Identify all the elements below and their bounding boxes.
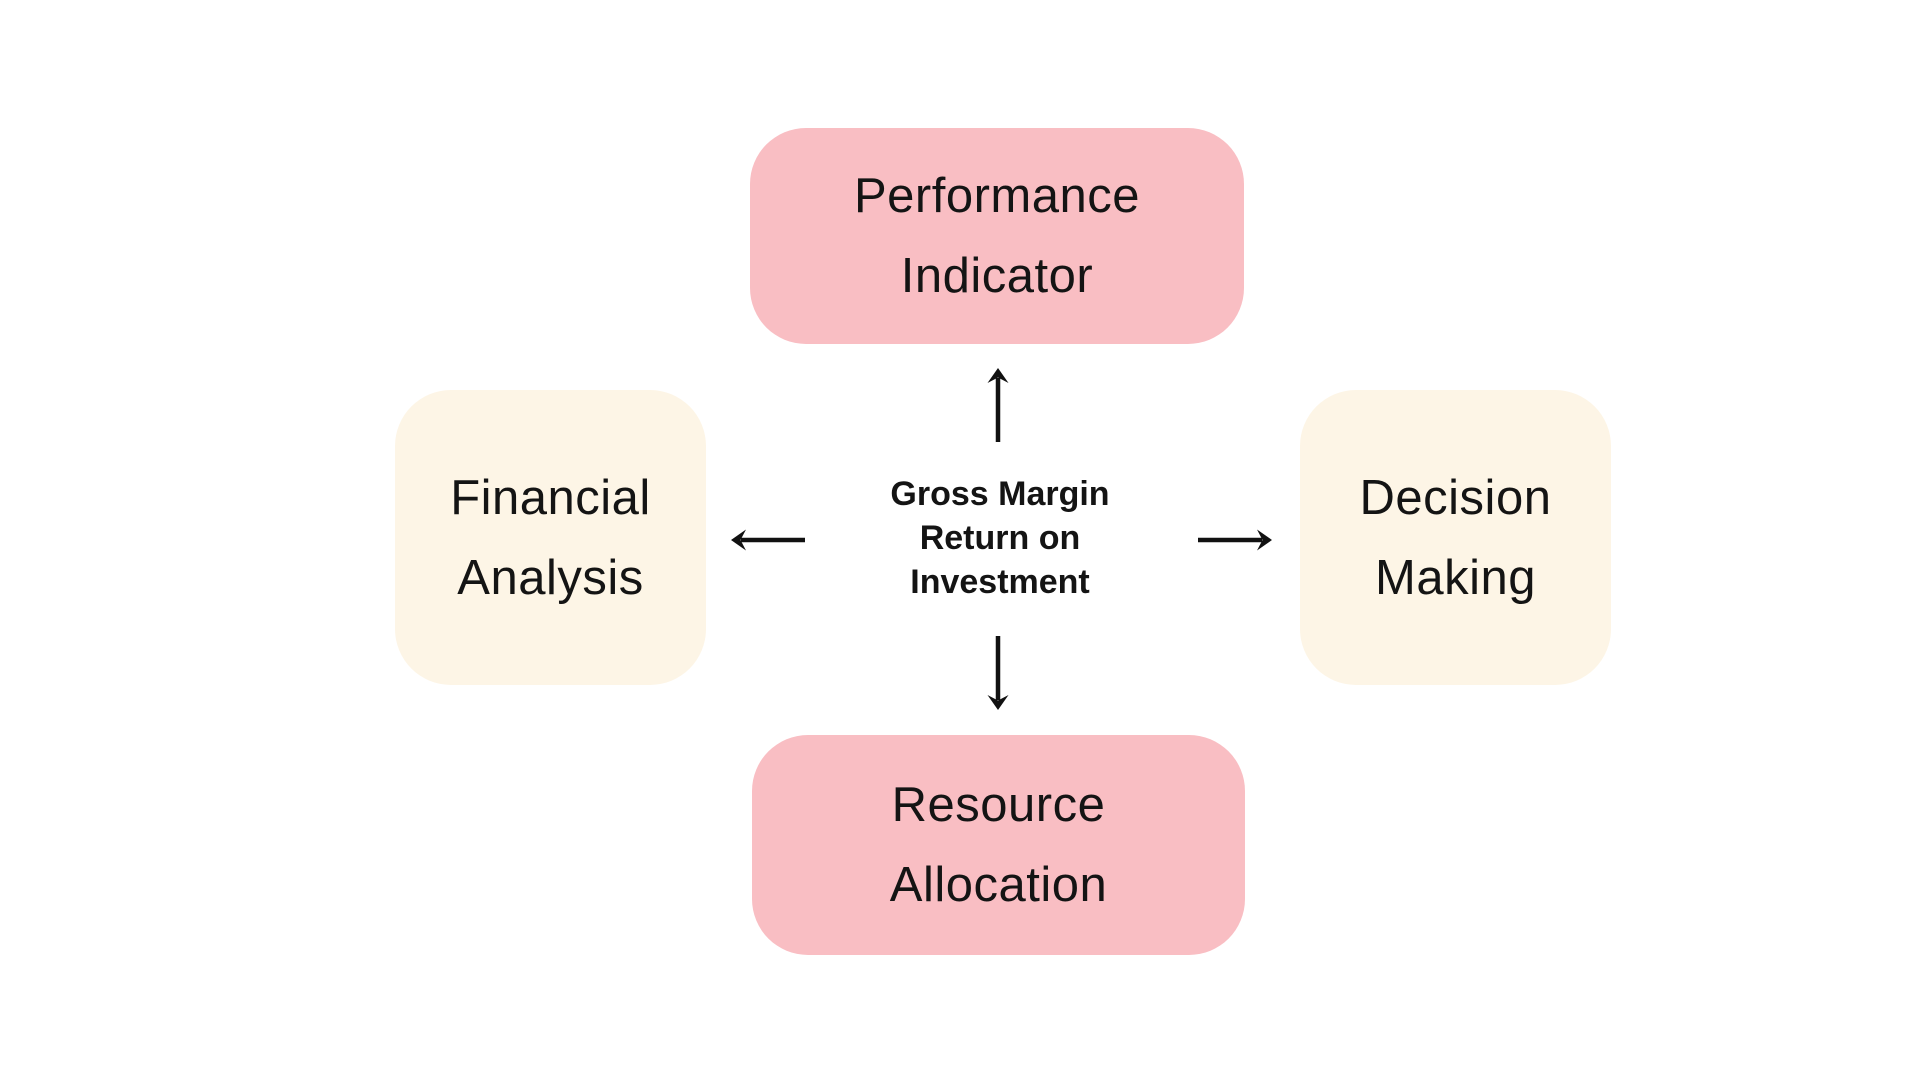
arrow-up-icon (984, 368, 1012, 444)
arrow-left-icon (731, 526, 807, 554)
node-label-line: Analysis (457, 550, 644, 605)
node-label-line: Allocation (889, 858, 1108, 912)
node-decision-making: Decision Making (1300, 390, 1611, 685)
node-financial-analysis: Financial Analysis (395, 390, 706, 685)
node-label-line: Performance (853, 169, 1140, 223)
center-label-line: Gross Margin (890, 475, 1110, 513)
center-label-line: Investment (910, 563, 1090, 601)
node-resource-allocation: Resource Allocation (752, 735, 1245, 955)
center-label-line: Return on (919, 519, 1081, 557)
center-label-gmroi: Gross Margin Return on Investment (880, 472, 1120, 604)
node-label-line: Decision (1359, 470, 1552, 525)
node-label-line: Resource (891, 778, 1106, 832)
arrow-down-icon (984, 634, 1012, 710)
arrow-right-icon (1196, 526, 1272, 554)
node-label-line: Financial (450, 470, 651, 525)
node-label-line: Indicator (900, 249, 1094, 303)
node-performance-indicator: Performance Indicator (750, 128, 1244, 344)
node-label-line: Making (1375, 550, 1536, 605)
